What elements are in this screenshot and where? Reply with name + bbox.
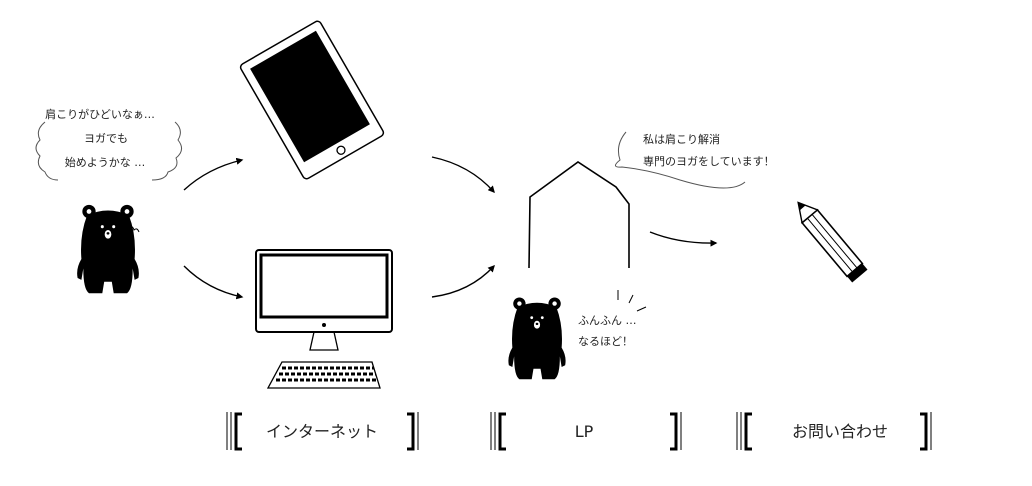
stage-internet: インターネット: [226, 412, 419, 451]
nodding-bear-icon: [508, 297, 566, 380]
desktop-computer-icon: [255, 249, 393, 389]
lp-speech-line-1: 私は肩こり解消: [643, 132, 720, 146]
pencil-icon: [797, 201, 868, 283]
stage-label-lp: LP: [575, 422, 594, 441]
exclamation-marks-icon: [617, 290, 647, 312]
speech-tail-icon: [615, 131, 746, 189]
thought-bubble: 肩こりがひどいなぁ… ヨガでも 始めようかな …: [35, 107, 182, 181]
stage-lp: LP: [490, 412, 682, 451]
landing-page-shape-icon: [528, 161, 630, 269]
thought-line-2: ヨガでも: [84, 132, 128, 145]
tablet-icon: [239, 20, 385, 180]
lp-speech-line-2: 専門のヨガをしています！: [643, 155, 775, 168]
thought-line-1: 肩こりがひどいなぁ…: [45, 107, 155, 121]
thought-line-3: 始めようかな …: [65, 155, 146, 169]
stage-label-internet: インターネット: [266, 422, 378, 441]
bear-reaction-line-2: なるほど！: [578, 335, 633, 348]
arrow-tablet-to-lp-icon: [431, 156, 495, 194]
stage-contact: お問い合わせ: [736, 412, 932, 451]
stage-label-contact: お問い合わせ: [792, 422, 888, 441]
arrow-to-desktop-icon: [183, 265, 244, 300]
arrow-to-tablet-icon: [183, 157, 244, 191]
arrow-to-contact-icon: [649, 231, 718, 247]
shoulder-pain-mark-icon: [127, 225, 140, 233]
bear-reaction-line-1: ふんふん …: [578, 314, 637, 327]
worried-bear-icon: [77, 204, 139, 294]
arrow-desktop-to-lp-icon: [431, 264, 495, 298]
